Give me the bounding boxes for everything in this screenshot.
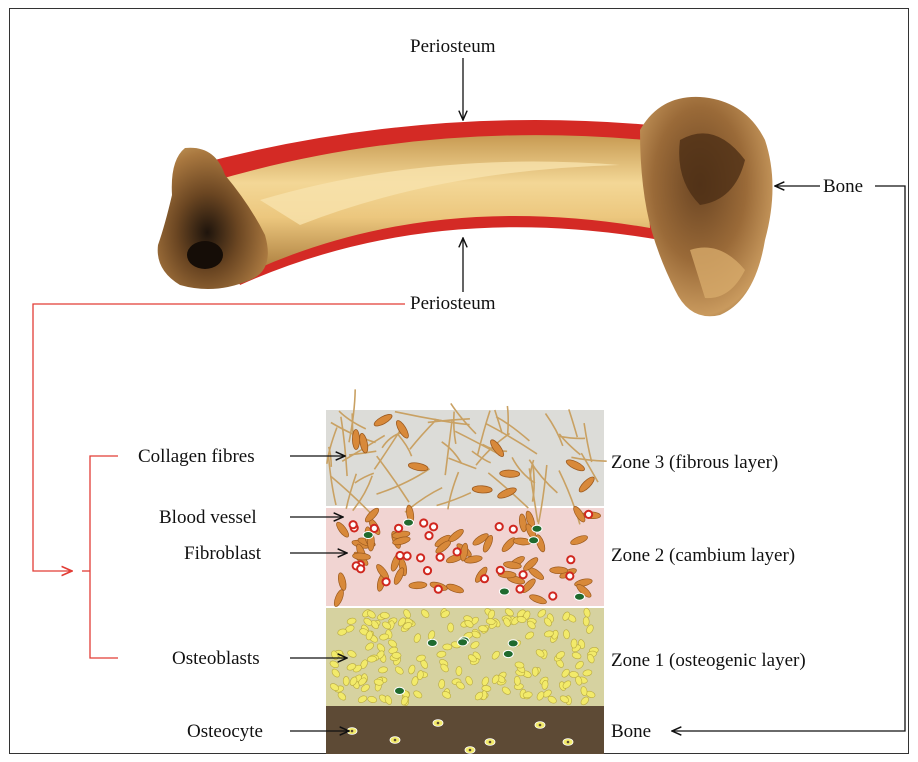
blood-vessel (396, 552, 403, 559)
blood-vessel (371, 525, 378, 532)
osteoprogenitor-cell (508, 640, 518, 647)
blood-vessel (420, 519, 427, 526)
label-fibroblast: Fibroblast (184, 544, 261, 563)
osteoprogenitor-cell (427, 639, 437, 646)
blood-vessel (395, 525, 402, 532)
blood-vessel (585, 511, 592, 518)
blood-vessel (424, 567, 431, 574)
blood-vessel (417, 554, 424, 561)
label-blood-vessel: Blood vessel (159, 508, 257, 527)
fibroblast-cell (352, 429, 360, 449)
label-zone2: Zone 2 (cambium layer) (611, 546, 795, 565)
blood-vessel (350, 521, 357, 528)
label-bone-bottom: Bone (611, 722, 651, 741)
blood-vessel (454, 548, 461, 555)
osteoblast-cell (583, 617, 589, 627)
blood-vessel (425, 532, 432, 539)
osteoblast-cell (514, 676, 521, 686)
osteoprogenitor-cell (458, 639, 468, 646)
osteoblast-cell (456, 666, 462, 676)
label-zone3: Zone 3 (fibrous layer) (611, 453, 778, 472)
blood-vessel (566, 572, 573, 579)
blood-vessel (567, 556, 574, 563)
fibroblast-cell (550, 567, 568, 574)
osteoprogenitor-cell (363, 532, 373, 539)
label-collagen-fibres: Collagen fibres (138, 447, 255, 466)
osteoblast-cell (571, 639, 578, 649)
blood-vessel (516, 585, 523, 592)
bone-illustration (158, 97, 773, 316)
bone-region (326, 706, 604, 754)
blood-vessel (430, 523, 437, 530)
blood-vessel (404, 552, 411, 559)
osteoblast-cell (343, 676, 349, 685)
osteoprogenitor-cell (575, 593, 585, 600)
blood-vessel (357, 565, 364, 572)
osteoprogenitor-cell (395, 687, 405, 694)
osteoprogenitor-cell (529, 537, 539, 544)
osteoprogenitor-cell (503, 650, 513, 657)
collagen-fibre (507, 406, 508, 435)
blood-vessel (497, 567, 504, 574)
label-zone1: Zone 1 (osteogenic layer) (611, 651, 806, 670)
osteoblast-cell (447, 623, 453, 632)
blood-vessel (549, 592, 556, 599)
layer-block (326, 389, 607, 754)
label-osteoblasts: Osteoblasts (172, 649, 260, 668)
osteoprogenitor-cell (532, 525, 542, 532)
osteoprogenitor-cell (499, 588, 509, 595)
blood-vessel (383, 578, 390, 585)
osteoprogenitor-cell (404, 519, 414, 526)
blood-vessel (481, 575, 488, 582)
label-periosteum-top: Periosteum (410, 37, 496, 56)
label-osteocyte: Osteocyte (187, 722, 263, 741)
blood-vessel (437, 554, 444, 561)
blood-vessel (435, 586, 442, 593)
blood-vessel (520, 571, 527, 578)
blood-vessel (510, 526, 517, 533)
osteoblast-cell (532, 667, 538, 676)
osteoblast-cell (569, 671, 579, 678)
osteoblast-cell (392, 652, 401, 658)
label-bone-top: Bone (823, 177, 863, 196)
blood-vessel (496, 523, 503, 530)
osteoblast-cell (443, 644, 452, 650)
osteoblast-cell (367, 656, 377, 663)
label-periosteum-bottom: Periosteum (410, 294, 496, 313)
